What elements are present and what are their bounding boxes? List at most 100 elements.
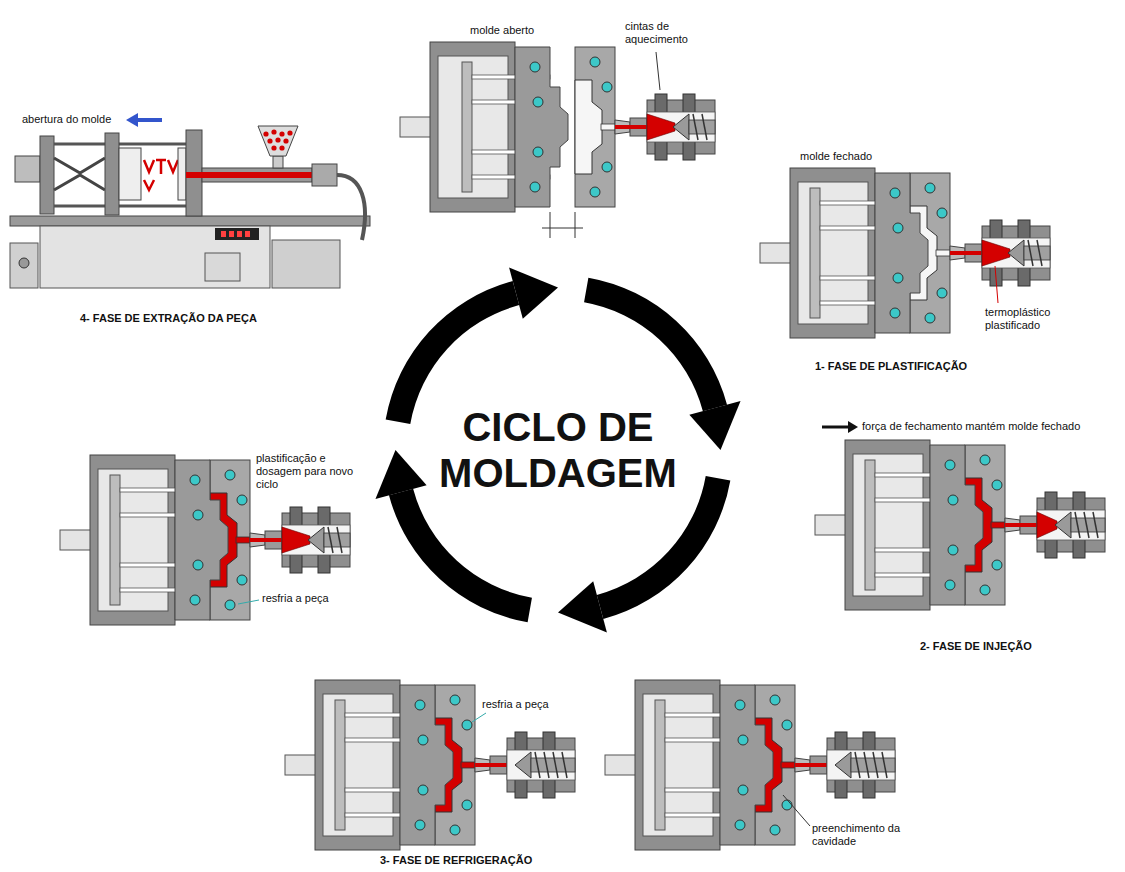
cycle-arc <box>597 476 731 619</box>
sprue <box>461 762 475 768</box>
cycle-arrows <box>375 267 740 632</box>
cooling-channel <box>937 208 947 218</box>
display-digit <box>237 231 242 237</box>
screw-flight <box>864 752 869 778</box>
pellet <box>279 131 284 136</box>
mold-panel <box>285 680 575 850</box>
screw-drive <box>312 164 337 186</box>
part-label: preenchimento da cavidade <box>812 822 907 848</box>
pellet <box>283 138 288 143</box>
cycle-arc <box>389 489 532 623</box>
hopper <box>258 126 298 156</box>
nozzle-channel <box>250 538 282 542</box>
core-plate <box>175 460 228 620</box>
screw-flight <box>1037 240 1042 266</box>
clamp-plate <box>790 168 875 338</box>
sprue <box>936 250 950 256</box>
switch-knob <box>19 258 29 268</box>
core-plate <box>875 173 928 333</box>
injection-machine <box>10 126 370 288</box>
hopper-neck <box>273 156 283 168</box>
moving-half <box>400 42 568 212</box>
screw-shaft <box>324 533 350 547</box>
moving-platen <box>105 133 119 215</box>
screw-shaft <box>689 120 715 134</box>
cooling-channel <box>770 695 780 705</box>
gap-bracket <box>542 212 583 238</box>
part-label: termoplástico plastificado <box>985 306 1075 332</box>
screw-flight <box>693 114 698 140</box>
clamp-plate <box>90 455 175 625</box>
part-label: resfria a peça <box>482 698 549 711</box>
cooling-channel <box>937 288 947 298</box>
cooling-channel <box>782 800 792 810</box>
leader-line <box>995 266 998 303</box>
clamp-cylinder <box>15 156 40 182</box>
sprue <box>236 537 250 543</box>
cooling-channel <box>193 510 203 520</box>
phase-title: 4- FASE DE EXTRAÇÃO DA PEÇA <box>80 312 257 325</box>
cycle-title: CICLO DE MOLDAGEM <box>428 404 688 496</box>
arrow-label: abertura do molde <box>22 113 111 126</box>
nozzle-channel <box>795 763 827 767</box>
phase-title: 3- FASE DE REFRIGERAÇÃO <box>380 854 532 867</box>
cooling-channel <box>945 580 955 590</box>
cooling-channel <box>735 700 745 710</box>
part-label: cintas de aquecimento <box>625 20 710 46</box>
clamp-plate <box>315 680 400 850</box>
sprue <box>991 522 1005 528</box>
barrel-bore <box>1037 510 1105 540</box>
cooling-channel <box>193 560 203 570</box>
moving-half <box>285 680 453 850</box>
nozzle-channel <box>950 251 982 255</box>
screw-tip <box>1008 240 1024 266</box>
cooling-channel <box>418 735 428 745</box>
ejector-plate <box>110 475 120 605</box>
screw-tip <box>835 752 851 778</box>
leader-line <box>783 795 810 826</box>
cooling-channel <box>450 825 460 835</box>
screw-flight <box>1093 512 1098 538</box>
state-label: molde fechado <box>800 150 872 163</box>
nozzle-channel <box>1005 523 1037 527</box>
force-arrow <box>822 426 849 429</box>
core-plate <box>400 685 453 845</box>
phase-title: 1- FASE DE PLASTIFICAÇÃO <box>815 360 967 373</box>
screw-flight <box>1075 512 1080 538</box>
part-label: resfria a peça <box>262 592 329 605</box>
state-label: molde aberto <box>470 24 534 37</box>
cooling-channel <box>738 735 748 745</box>
screw-tip <box>673 114 689 140</box>
opening-arrowhead <box>126 113 138 127</box>
hydraulic-motor <box>272 240 340 288</box>
cooling-channel <box>450 695 460 705</box>
machine-cabinet <box>40 226 270 288</box>
melt <box>282 527 310 553</box>
cooling-channel <box>925 313 935 323</box>
pellet <box>275 137 280 142</box>
pellet <box>263 131 268 136</box>
pellet <box>267 138 272 143</box>
ejector-plate <box>865 460 875 590</box>
cooling-channel <box>948 495 958 505</box>
cooling-channel <box>893 273 903 283</box>
cooling-channel <box>462 720 472 730</box>
cooling-channel <box>770 825 780 835</box>
screw-flight <box>702 114 707 140</box>
rear-platen <box>40 136 54 214</box>
mold-panel <box>400 42 715 212</box>
cooling-channel <box>738 785 748 795</box>
sprue <box>601 124 615 130</box>
cooling-channel <box>590 57 600 67</box>
core-plate <box>720 685 773 845</box>
melt <box>647 114 675 140</box>
clamp-plate <box>845 440 930 610</box>
cavity <box>575 80 602 174</box>
cycle-arrowhead <box>558 581 607 632</box>
phase-title: 2- FASE DE INJEÇÃO <box>920 640 1032 653</box>
pellet <box>271 129 276 134</box>
screw-flight <box>855 752 860 778</box>
cooling-channel <box>992 480 1002 490</box>
barrel-bore <box>982 238 1050 268</box>
